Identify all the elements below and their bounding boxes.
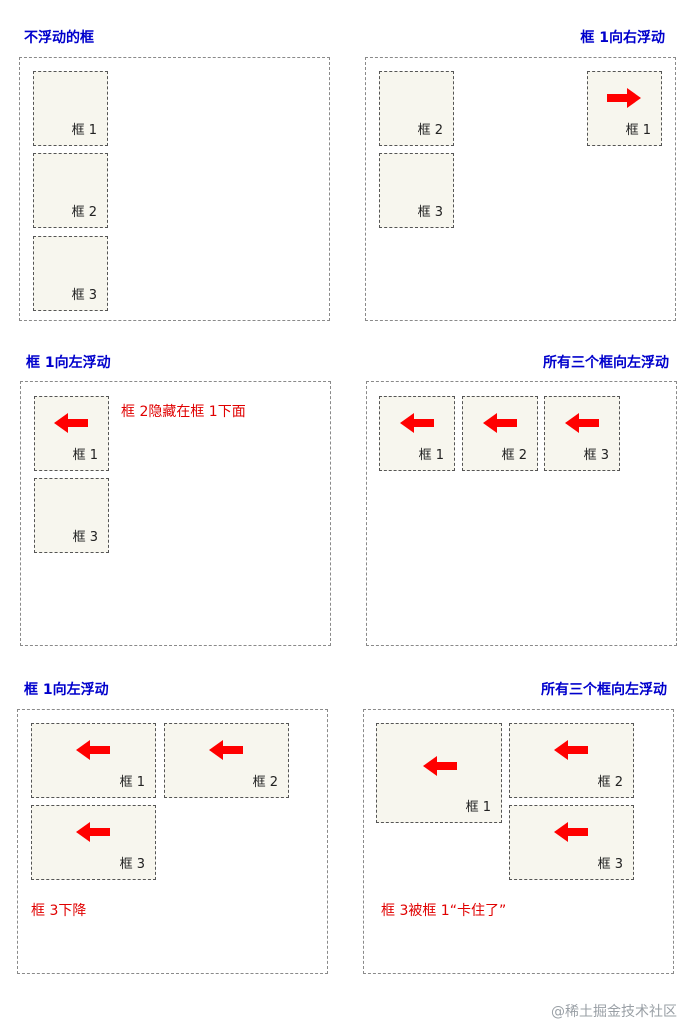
box-label: 框 1 bbox=[71, 123, 97, 138]
left-arrow-icon bbox=[76, 740, 110, 760]
box-label: 框 3 bbox=[417, 205, 443, 220]
panel-5-box-1: 框 1 bbox=[31, 723, 156, 798]
panel-5-box-2: 框 2 bbox=[164, 723, 289, 798]
panel-4-box-3: 框 3 bbox=[544, 396, 620, 471]
panel-2-box-3: 框 3 bbox=[379, 153, 454, 228]
panel-1-box-3: 框 3 bbox=[33, 236, 108, 311]
panel-2-title: 框 1向右浮动 bbox=[580, 30, 665, 46]
right-arrow-icon bbox=[607, 88, 641, 108]
box-label: 框 3 bbox=[583, 448, 609, 463]
panel-6-box-1: 框 1 bbox=[376, 723, 502, 823]
box-label: 框 1 bbox=[72, 448, 98, 463]
box-label: 框 1 bbox=[625, 123, 651, 138]
panel-6-title: 所有三个框向左浮动 bbox=[541, 682, 667, 698]
box-label: 框 1 bbox=[465, 800, 491, 815]
box-label: 框 2 bbox=[417, 123, 443, 138]
box-label: 框 3 bbox=[597, 857, 623, 872]
panel-2-box-2: 框 2 bbox=[379, 71, 454, 146]
left-arrow-icon bbox=[554, 740, 588, 760]
left-arrow-icon bbox=[76, 822, 110, 842]
left-arrow-icon bbox=[54, 413, 88, 433]
panel-4-box-1: 框 1 bbox=[379, 396, 455, 471]
left-arrow-icon bbox=[209, 740, 243, 760]
watermark: @稀土掘金技术社区 bbox=[551, 1004, 677, 1020]
left-arrow-icon bbox=[565, 413, 599, 433]
box-label: 框 3 bbox=[71, 288, 97, 303]
panel-1-box-2: 框 2 bbox=[33, 153, 108, 228]
panel-6-box-3: 框 3 bbox=[509, 805, 634, 880]
panel-3-note: 框 2隐藏在框 1下面 bbox=[121, 404, 246, 420]
box-label: 框 1 bbox=[418, 448, 444, 463]
left-arrow-icon bbox=[483, 413, 517, 433]
panel-5-title: 框 1向左浮动 bbox=[24, 682, 109, 698]
box-label: 框 1 bbox=[119, 775, 145, 790]
left-arrow-icon bbox=[400, 413, 434, 433]
panel-1-title: 不浮动的框 bbox=[24, 30, 94, 46]
panel-4-title: 所有三个框向左浮动 bbox=[543, 355, 669, 371]
panel-5-note: 框 3下降 bbox=[31, 903, 87, 919]
box-label: 框 2 bbox=[71, 205, 97, 220]
box-label: 框 2 bbox=[501, 448, 527, 463]
panel-1-box-1: 框 1 bbox=[33, 71, 108, 146]
panel-5-box-3: 框 3 bbox=[31, 805, 156, 880]
box-label: 框 2 bbox=[252, 775, 278, 790]
box-label: 框 3 bbox=[72, 530, 98, 545]
panel-3-box-3: 框 3 bbox=[34, 478, 109, 553]
left-arrow-icon bbox=[423, 756, 457, 776]
panel-2-box-1: 框 1 bbox=[587, 71, 662, 146]
panel-3-box-1: 框 1 bbox=[34, 396, 109, 471]
panel-4-box-2: 框 2 bbox=[462, 396, 538, 471]
panel-6-note: 框 3被框 1“卡住了” bbox=[381, 903, 507, 919]
left-arrow-icon bbox=[554, 822, 588, 842]
panel-3-title: 框 1向左浮动 bbox=[26, 355, 111, 371]
box-label: 框 2 bbox=[597, 775, 623, 790]
box-label: 框 3 bbox=[119, 857, 145, 872]
panel-6-box-2: 框 2 bbox=[509, 723, 634, 798]
